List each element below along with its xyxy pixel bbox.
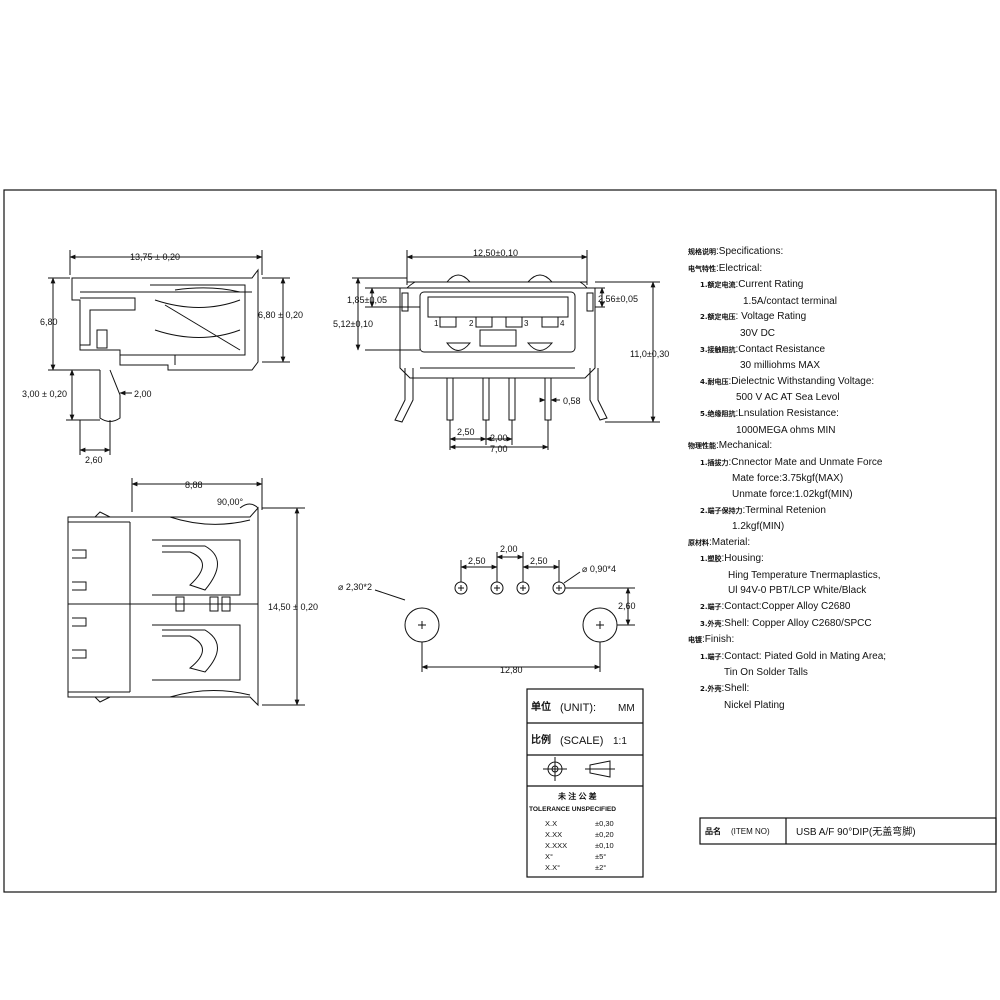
pin-label-4: 4	[560, 319, 565, 328]
spec-e5: 5.绝缘阻抗:Lnsulation Resistance:	[700, 407, 839, 419]
scale-value: 1:1	[613, 736, 627, 747]
dim-front-left-1: 1,85±0,05	[347, 295, 387, 305]
dim-pcb-span: 12,80	[500, 665, 523, 675]
item-no-label: (ITEM NO)	[731, 827, 770, 836]
tol-val-4: ±5°	[595, 852, 606, 861]
spec-material: 原材料:Material:	[688, 536, 751, 548]
pin-label-3: 3	[524, 319, 529, 328]
dim-side-pin-width: 2,00	[134, 389, 152, 399]
spec-e3-value: 30 milliohms MAX	[740, 360, 821, 372]
spec-mt3: 3.外壳:Shell: Copper Alloy C2680/SPCC	[700, 617, 872, 629]
tolerance-title: TOLERANCE UNSPECIFIED	[529, 806, 616, 813]
spec-f1-value: Tin On Solder Talls	[724, 667, 808, 679]
dim-front-top-width: 12,50±0,10	[473, 248, 518, 258]
spec-e1: 1.额定电流:Current Rating	[700, 279, 804, 291]
spec-m1-value-1: Mate force:3.75kgf(MAX)	[732, 473, 844, 485]
unit-tolerance-box	[526, 688, 644, 878]
spec-m1-value-2: Unmate force:1.02kgf(MIN)	[732, 488, 853, 500]
unit-value: MM	[618, 703, 635, 714]
dim-side-pin-offset: 2,60	[85, 455, 103, 465]
dim-pcb-pitch-3: 2,50	[530, 556, 548, 566]
dim-side-pin-len: 3,00 ± 0,20	[22, 389, 67, 399]
spec-mt1-value-2: Ul 94V-0 PBT/LCP White/Black	[728, 585, 867, 597]
spec-f2: 2.外壳:Shell:	[700, 683, 750, 695]
tol-key-4: X°	[545, 852, 553, 861]
spec-m1: 1.插拔力:Cnnector Mate and Unmate Force	[700, 456, 883, 468]
spec-e1-value: 1.5A/contact terminal	[743, 295, 837, 307]
item-no-value: USB A/F 90°DIP(无盖弯脚)	[796, 825, 916, 838]
spec-m2-value: 1.2kgf(MIN)	[732, 521, 785, 533]
top-view	[67, 478, 305, 707]
dim-pcb-pitch-2: 2,00	[500, 544, 518, 554]
dim-side-right-height: 6,80 ± 0,20	[258, 310, 303, 320]
pin-label-2: 2	[469, 319, 474, 328]
spec-e4-value: 500 V AC AT Sea Levol	[736, 392, 840, 404]
scale-label: (SCALE)	[560, 735, 603, 747]
spec-electrical: 电气特性:Electrical:	[688, 262, 763, 274]
dim-top-angle: 90,00°	[217, 497, 244, 507]
dim-top-width: 8,88	[185, 480, 203, 490]
dim-front-pitch-2: 2,00	[490, 433, 508, 443]
spec-e2: 2.额定电压: Voltage Rating	[700, 311, 807, 323]
specifications-panel: 规格说明:Specifications: 电气特性:Electrical: 1.…	[688, 244, 988, 713]
side-view	[48, 250, 290, 455]
dim-front-right-1: 2,56±0,05	[598, 294, 638, 304]
spec-mt1-value-1: Hing Temperature Tnermaplastics,	[728, 569, 881, 581]
dim-front-pitch-total: 7,00	[490, 444, 508, 454]
spec-mt1: 1.塑胶:Housing:	[700, 553, 764, 565]
dim-top-height: 14,50 ± 0,20	[268, 602, 318, 612]
unit-label: (UNIT):	[560, 702, 596, 714]
tol-val-3: ±0,10	[595, 841, 614, 850]
dim-side-left-height: 6,80	[40, 317, 58, 327]
dim-pcb-offset: 2,60	[618, 601, 636, 611]
dim-front-left-2: 5,12±0,10	[333, 319, 373, 329]
spec-finish: 电镀:Finish:	[688, 634, 735, 646]
item-no-cn: 品名	[705, 826, 721, 836]
spec-e4: 4.耐电压:Dielectnic Withstanding Voltage:	[700, 375, 875, 387]
scale-cn: 比例	[531, 733, 551, 746]
dim-front-right-height: 11,0±0,30	[630, 349, 669, 359]
spec-title: 规格说明:Specifications:	[688, 246, 784, 257]
spec-e5-value: 1000MEGA ohms MIN	[736, 424, 836, 436]
front-view	[352, 250, 660, 450]
pin-label-1: 1	[434, 319, 439, 328]
dim-pcb-hole-big: ⌀ 2,30*2	[338, 582, 372, 592]
spec-m2: 2.端子保持力:Terminal Retenion	[700, 504, 826, 516]
dim-side-top-width: 13,75 ± 0,20	[130, 252, 180, 262]
spec-mt2: 2.端子:Contact:Copper Alloy C2680	[700, 601, 851, 613]
drawing-frame	[3, 189, 997, 893]
tol-key-2: X.XX	[545, 830, 562, 839]
dim-front-pitch-1: 2,50	[457, 427, 475, 437]
spec-f2-value: Nickel Plating	[724, 699, 785, 711]
tol-key-1: X.X	[545, 819, 557, 828]
dim-pcb-pitch-1: 2,50	[468, 556, 486, 566]
pcb-layout	[374, 552, 635, 672]
spec-f1: 1.端子:Contact: Piated Gold in Mating Area…	[700, 650, 887, 662]
tol-key-3: X.XXX	[545, 841, 567, 850]
tol-val-5: ±2°	[595, 863, 606, 872]
tol-val-2: ±0,20	[595, 830, 614, 839]
item-no-box	[699, 817, 997, 845]
tol-key-5: X.X°	[545, 863, 560, 872]
dim-front-pin-w: 0,58	[563, 396, 581, 406]
tolerance-cn: 未 注 公 差	[557, 791, 597, 801]
unit-cn: 单位	[531, 700, 551, 713]
dim-pcb-hole-small: ⌀ 0,90*4	[582, 564, 616, 574]
spec-mechanical: 物理性能:Mechanical:	[688, 440, 773, 452]
tol-val-1: ±0,30	[595, 819, 614, 828]
spec-e2-value: 30V DC	[740, 327, 776, 339]
spec-e3: 3.接触阻抗:Contact Resistance	[700, 343, 826, 355]
